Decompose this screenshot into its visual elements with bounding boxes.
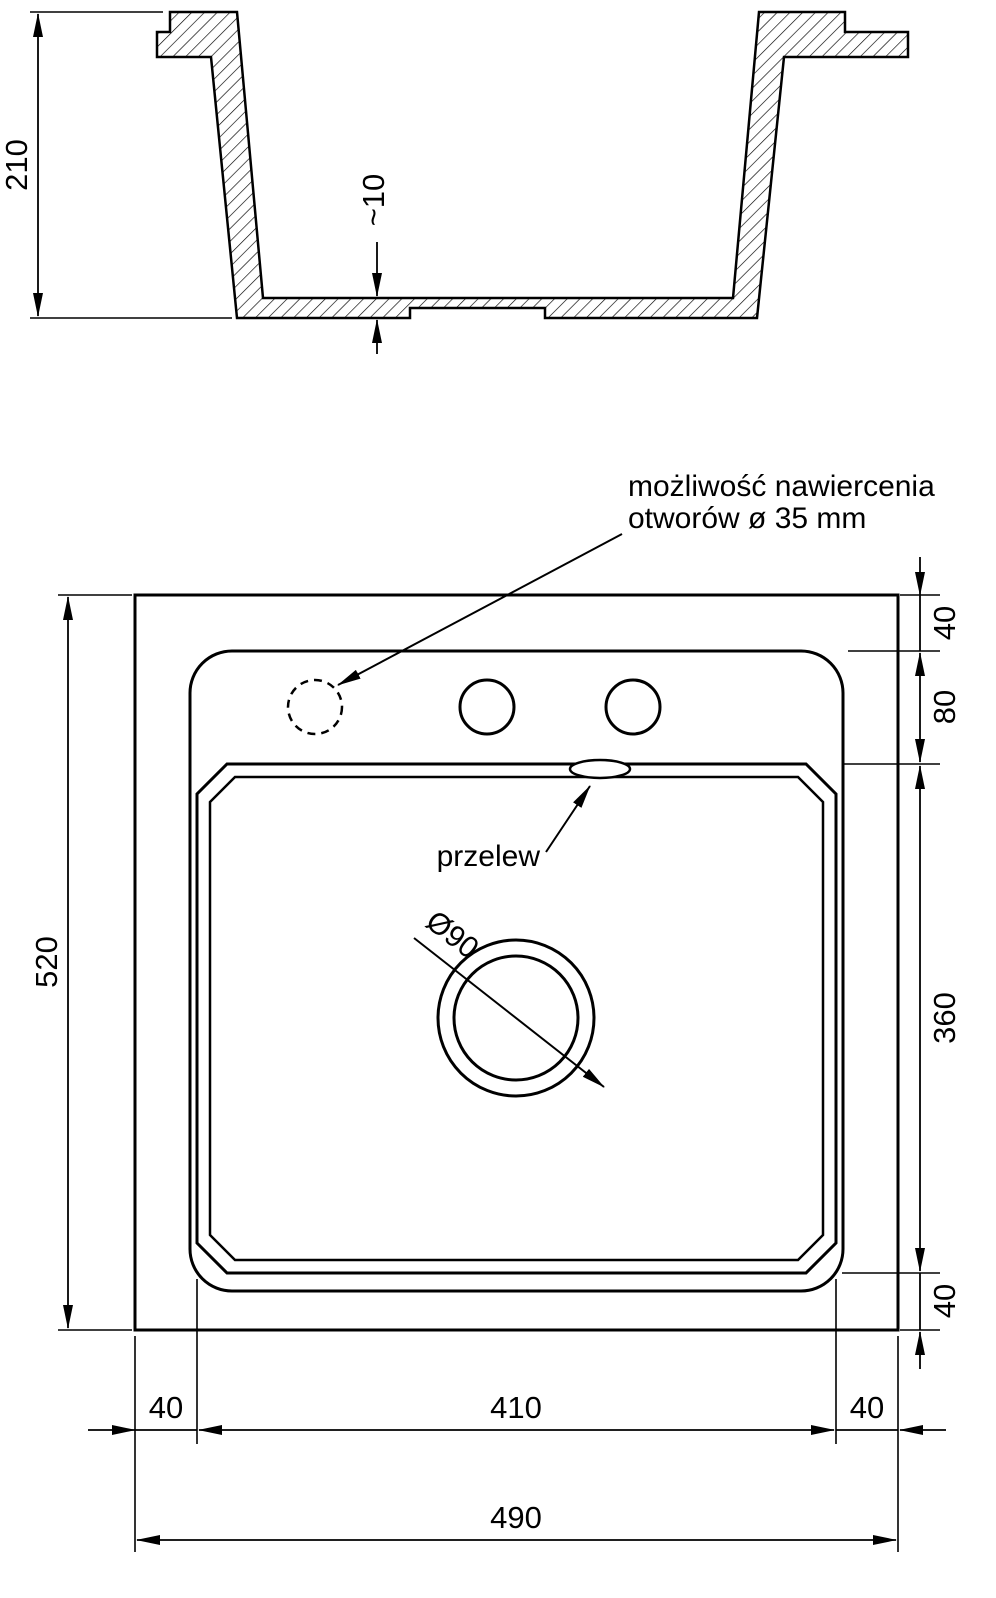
faucet-hole bbox=[604, 678, 662, 736]
dim-label-40-top: 40 bbox=[927, 606, 962, 640]
overflow-slot bbox=[568, 758, 632, 780]
dim-plan-width: 490 bbox=[136, 1500, 897, 1545]
dim-section-height: 210 bbox=[0, 11, 232, 319]
dim-chain-right: 40 80 360 40 bbox=[842, 557, 962, 1369]
dim-label-410: 410 bbox=[490, 1390, 542, 1425]
drain-inner-circle bbox=[452, 954, 580, 1082]
dim-label-40-left: 40 bbox=[149, 1390, 183, 1425]
dim-label-210: 210 bbox=[0, 139, 34, 191]
basin-inner-edge bbox=[208, 775, 825, 1262]
overflow-callout: przelew bbox=[437, 758, 632, 873]
drill-note-leader-line bbox=[337, 533, 623, 686]
drain-outer-circle bbox=[436, 938, 596, 1098]
dim-label-490: 490 bbox=[490, 1500, 542, 1535]
drain-diameter-leader-line bbox=[413, 937, 605, 1088]
dim-label-80: 80 bbox=[927, 690, 962, 724]
dim-label-40-bottom: 40 bbox=[927, 1284, 962, 1318]
dim-plan-height: 520 bbox=[29, 594, 132, 1331]
dim-label-10: ~10 bbox=[356, 174, 391, 227]
faucet-hole bbox=[458, 678, 516, 736]
sink-outer-edge bbox=[133, 593, 900, 1332]
dim-chain-bottom: 40 410 40 bbox=[88, 1279, 946, 1552]
cross-section-view: 210 ~10 bbox=[0, 10, 910, 354]
drill-note-line2: otworów ø 35 mm bbox=[628, 502, 866, 535]
plan-view: Ø90 przelew 520 40 bbox=[29, 557, 962, 1552]
dim-label-40-right: 40 bbox=[850, 1390, 884, 1425]
overflow-leader-line bbox=[545, 785, 591, 853]
optional-drill-hole-dashed bbox=[286, 678, 344, 736]
sink-section-body bbox=[155, 10, 910, 320]
basin-outer-edge bbox=[195, 762, 838, 1275]
dim-label-d90: Ø90 bbox=[420, 905, 485, 966]
drill-note-line1: możliwość nawiercenia bbox=[628, 470, 935, 503]
dim-label-360: 360 bbox=[927, 992, 962, 1044]
sink-rim-inner-edge bbox=[188, 649, 845, 1293]
dim-bottom-thickness: ~10 bbox=[356, 174, 391, 354]
overflow-label: przelew bbox=[437, 840, 541, 873]
dim-label-520: 520 bbox=[29, 936, 64, 988]
drill-note: możliwość nawiercenia otworów ø 35 mm bbox=[337, 470, 935, 686]
